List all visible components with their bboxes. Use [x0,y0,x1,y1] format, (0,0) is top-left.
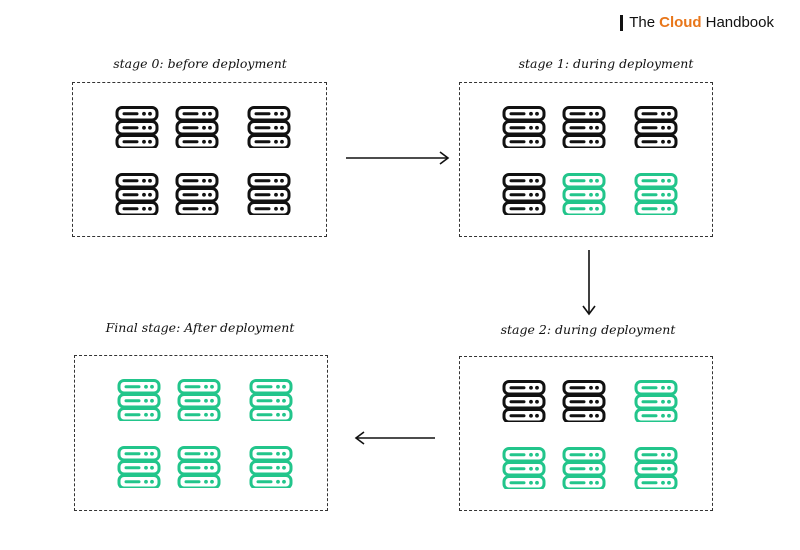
server-rack-icon [634,447,678,493]
server-rack-icon [175,106,219,152]
server-rack-icon [634,173,678,219]
server-rack-icon [175,173,219,219]
brand-accent: Cloud [659,14,702,31]
final-stage-title: Final stage: After deployment [105,320,295,335]
stage-2-box [459,356,713,511]
stage-0-box [72,82,327,237]
final-stage-box [74,355,328,511]
arrow-right-icon [346,151,450,165]
server-rack-icon [502,447,546,493]
stage-1-box [459,82,713,237]
arrow-left-icon [354,431,435,445]
server-rack-icon [562,380,606,426]
server-rack-icon [562,173,606,219]
server-rack-icon [247,106,291,152]
server-rack-icon [502,380,546,426]
brand-suffix: Handbook [705,14,774,31]
server-rack-icon [115,173,159,219]
server-rack-icon [117,379,161,425]
server-rack-icon [634,380,678,426]
server-rack-icon [502,106,546,152]
stage-2-title: stage 2: during deployment [500,322,676,337]
server-rack-icon [177,379,221,425]
server-rack-icon [247,173,291,219]
brand-bar-mark [620,14,624,31]
arrow-down-icon [582,250,596,316]
server-rack-icon [562,106,606,152]
stage-1-title: stage 1: during deployment [518,56,694,71]
brand-prefix: The [629,14,656,31]
server-rack-icon [249,379,293,425]
server-rack-icon [634,106,678,152]
server-rack-icon [117,446,161,492]
brand-logo: The Cloud Handbook [620,14,774,31]
server-rack-icon [502,173,546,219]
server-rack-icon [249,446,293,492]
stage-0-title: stage 0: before deployment [113,56,287,71]
server-rack-icon [177,446,221,492]
server-rack-icon [562,447,606,493]
server-rack-icon [115,106,159,152]
